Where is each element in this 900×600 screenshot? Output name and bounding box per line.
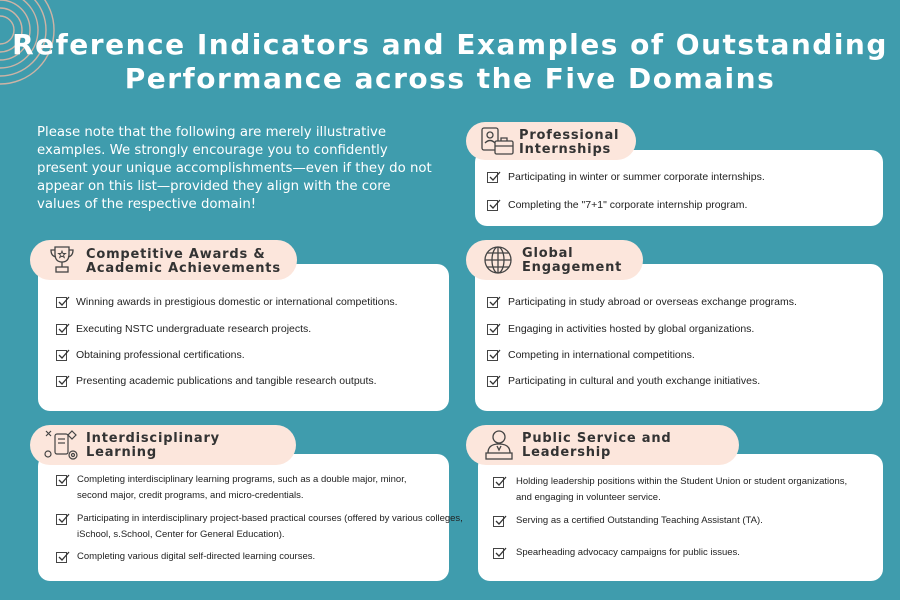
intro-note: Please note that the following are merel… bbox=[37, 125, 432, 212]
item-text: Winning awards in prestigious domestic o… bbox=[76, 296, 398, 308]
item-text: Presenting academic publications and tan… bbox=[76, 375, 377, 387]
leadership-header: Public Service and Leadership bbox=[466, 425, 739, 465]
item-text: Completing various digital self-directed… bbox=[77, 551, 316, 562]
item-text: Completing the "7+1" corporate internshi… bbox=[508, 199, 748, 211]
briefcase-icon bbox=[481, 127, 514, 155]
trophy-icon bbox=[50, 246, 74, 273]
item-text: and engaging in volunteer service. bbox=[516, 492, 661, 503]
item-text: second major, credit programs, and micro… bbox=[77, 490, 304, 501]
title-line: Public Service and bbox=[522, 431, 672, 446]
checkbox-icon bbox=[56, 474, 70, 486]
internships-title: Professional Internships bbox=[519, 129, 619, 157]
global-card: Participating in study abroad or oversea… bbox=[475, 264, 883, 411]
item-text: Engaging in activities hosted by global … bbox=[508, 323, 755, 335]
checkbox-icon bbox=[56, 349, 70, 361]
checkbox-icon bbox=[487, 296, 501, 308]
awards-title: Competitive Awards & Academic Achievemen… bbox=[86, 248, 281, 276]
checkbox-icon bbox=[493, 515, 507, 527]
title-line: Global bbox=[522, 246, 574, 261]
interdisciplinary-header: Interdisciplinary Learning bbox=[30, 425, 296, 465]
awards-card: Winning awards in prestigious domestic o… bbox=[38, 264, 449, 411]
checkbox-icon bbox=[56, 323, 70, 335]
internships-card: Participating in winter or summer corpor… bbox=[475, 150, 883, 226]
checkbox-icon bbox=[56, 375, 70, 387]
item-text: Obtaining professional certifications. bbox=[76, 349, 245, 361]
decorative-swirl bbox=[0, 0, 55, 85]
title-line: Engagement bbox=[522, 260, 623, 275]
checkbox-icon bbox=[487, 349, 501, 361]
checkbox-icon bbox=[56, 513, 70, 525]
item-text: Participating in interdisciplinary proje… bbox=[77, 513, 463, 524]
checkbox-icon bbox=[487, 171, 501, 183]
interdisciplinary-title: Interdisciplinary Learning bbox=[86, 432, 220, 460]
global-header: Global Engagement bbox=[466, 240, 643, 280]
globe-icon bbox=[484, 246, 512, 274]
checkbox-icon bbox=[493, 547, 507, 559]
item-text: Participating in cultural and youth exch… bbox=[508, 375, 761, 387]
checkbox-icon bbox=[487, 323, 501, 335]
internships-header: Professional Internships bbox=[466, 122, 636, 160]
item-text: Holding leadership positions within the … bbox=[516, 476, 848, 487]
title-line-2: Performance across the Five Domains bbox=[124, 62, 776, 95]
leadership-card: Holding leadership positions within the … bbox=[478, 454, 883, 581]
title-line: Leadership bbox=[522, 445, 612, 460]
item-text: iSchool, s.School, Center for General Ed… bbox=[77, 529, 285, 540]
title-line: Competitive Awards & bbox=[86, 247, 266, 262]
item-text: Participating in winter or summer corpor… bbox=[508, 171, 765, 183]
title-line: Interdisciplinary bbox=[86, 431, 220, 446]
interdisciplinary-card: Completing interdisciplinary learning pr… bbox=[38, 454, 463, 581]
title-line: Professional bbox=[519, 128, 620, 143]
item-text: Participating in study abroad or oversea… bbox=[508, 296, 797, 308]
item-text: Serving as a certified Outstanding Teach… bbox=[516, 515, 763, 526]
title-line: Academic Achievements bbox=[86, 261, 281, 276]
title-line: Learning bbox=[86, 445, 157, 460]
item-text: Spearheading advocacy campaigns for publ… bbox=[516, 547, 740, 558]
leadership-title: Public Service and Leadership bbox=[522, 432, 672, 460]
checkbox-icon bbox=[487, 199, 501, 211]
item-text: Executing NSTC undergraduate research pr… bbox=[76, 323, 312, 335]
leader-icon bbox=[485, 430, 513, 460]
awards-header: Competitive Awards & Academic Achievemen… bbox=[30, 240, 297, 280]
page-title: Reference Indicators and Examples of Out… bbox=[0, 28, 900, 96]
checkbox-icon bbox=[56, 551, 70, 563]
checkbox-icon bbox=[493, 476, 507, 488]
title-line: Internships bbox=[519, 142, 612, 157]
item-text: Completing interdisciplinary learning pr… bbox=[77, 474, 407, 485]
global-title: Global Engagement bbox=[522, 247, 622, 275]
title-line-1: Reference Indicators and Examples of Out… bbox=[12, 28, 888, 61]
checkbox-icon bbox=[487, 375, 501, 387]
checkbox-icon bbox=[56, 296, 70, 308]
interdisciplinary-icon bbox=[44, 430, 78, 460]
item-text: Competing in international competitions. bbox=[508, 349, 695, 361]
